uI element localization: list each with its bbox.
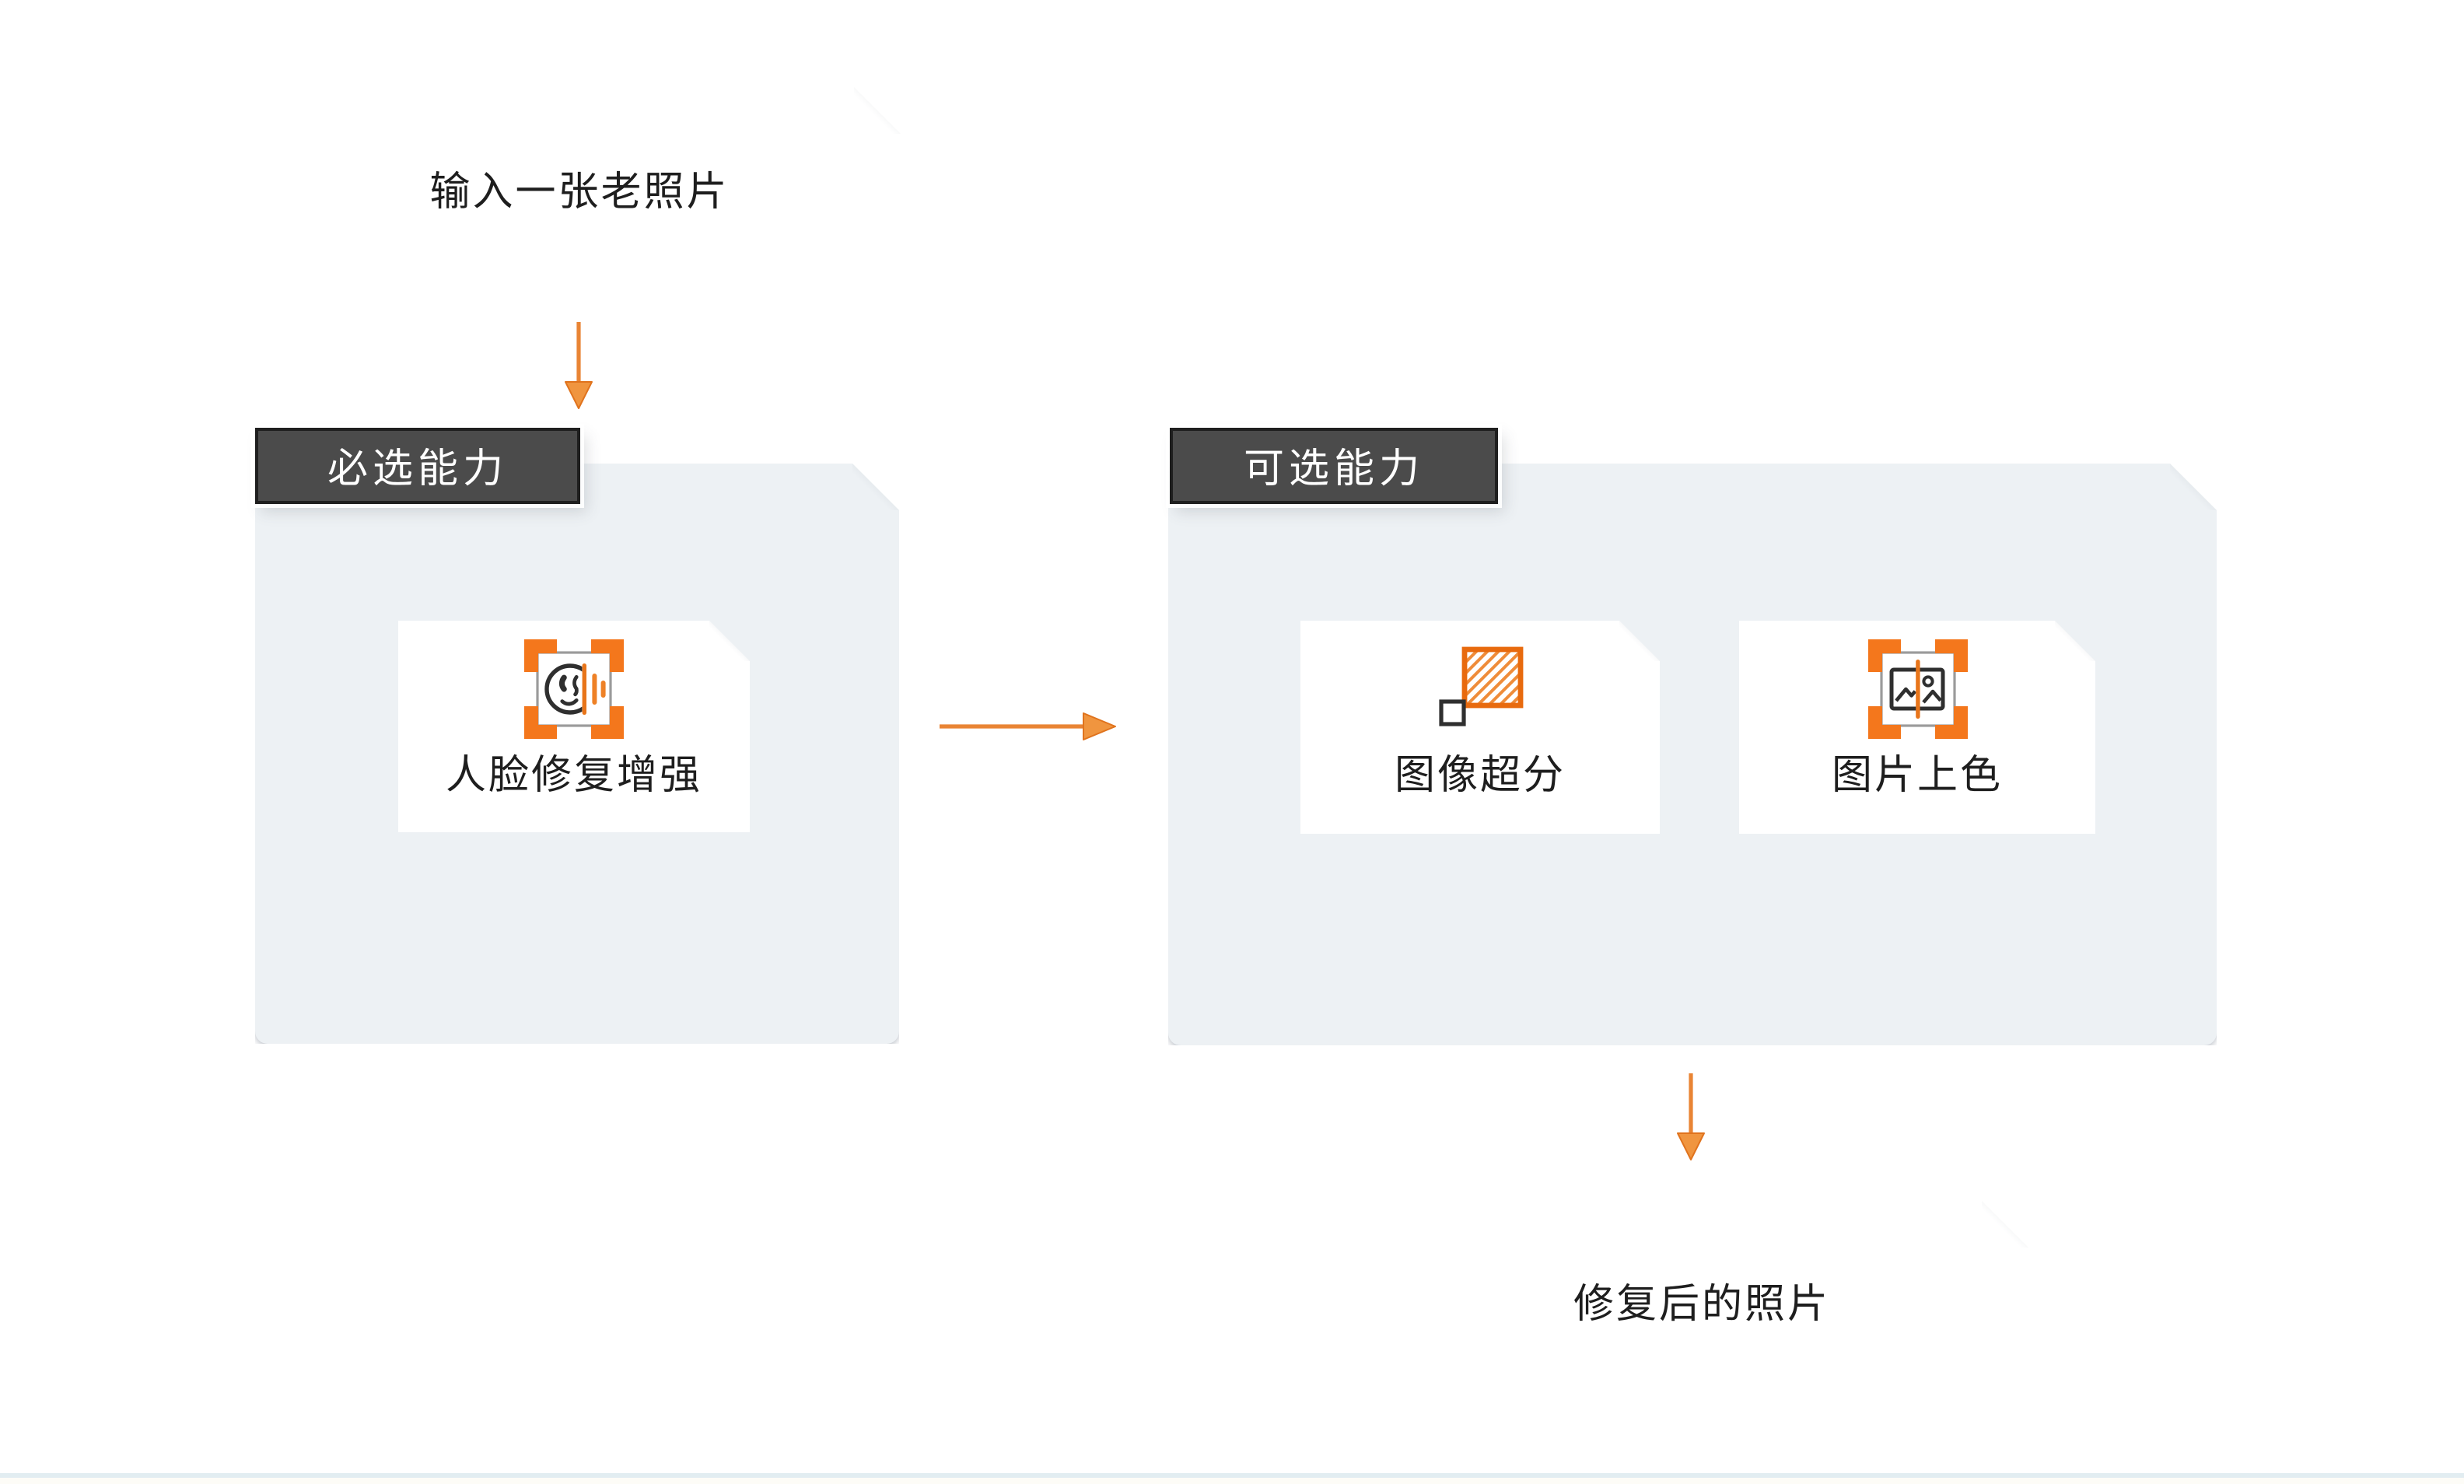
colorize-card-label: 图片上色 — [1831, 753, 2003, 800]
footer-strip — [0, 1477, 2464, 1484]
input-card: 输入一张老照片 — [258, 87, 901, 300]
face-restore-card: 人脸修复增强 — [398, 621, 750, 832]
colorize-card: 图片上色 — [1739, 621, 2095, 834]
output-card: 修复后的照片 — [1375, 1201, 2028, 1411]
face-restore-card-label: 人脸修复增强 — [445, 753, 702, 800]
optional-group-tag: 可选能力 — [1170, 428, 1498, 504]
super-resolution-icon — [1429, 638, 1531, 740]
footer-divider-line — [0, 1473, 2464, 1477]
colorize-icon — [1866, 638, 1969, 740]
optional-group-tag-label: 可选能力 — [1243, 446, 1424, 493]
down-arrow-icon — [565, 322, 593, 409]
face-restore-icon — [523, 638, 625, 740]
super-resolution-card: 图像超分 — [1300, 621, 1660, 834]
input-card-label: 输入一张老照片 — [429, 169, 730, 216]
required-group-tag-label: 必选能力 — [327, 446, 508, 493]
required-group-tag: 必选能力 — [255, 428, 580, 504]
right-arrow-icon — [940, 712, 1116, 740]
down-arrow-icon — [1677, 1073, 1705, 1160]
super-resolution-card-label: 图像超分 — [1394, 753, 1566, 800]
down-arrow-input-to-required — [562, 322, 596, 409]
output-card-label: 修复后的照片 — [1573, 1281, 1830, 1328]
right-arrow-required-to-optional — [940, 709, 1117, 744]
down-arrow-optional-to-output — [1674, 1073, 1708, 1160]
